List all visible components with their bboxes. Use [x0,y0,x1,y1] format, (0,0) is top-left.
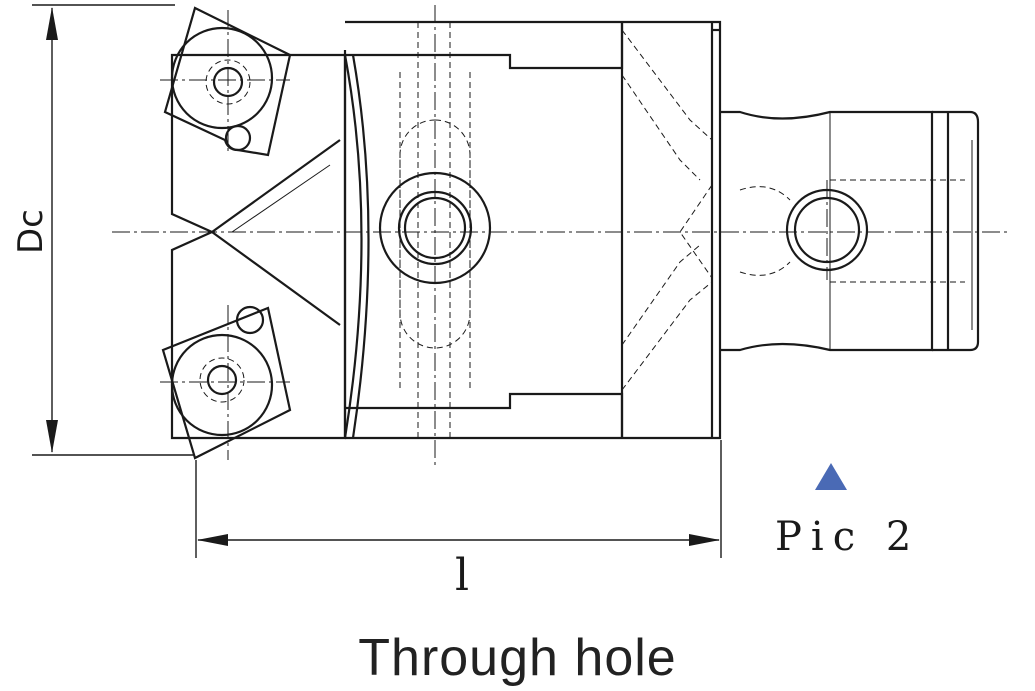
triangle-marker-icon [815,463,847,490]
pic-marker: Pic 2 [775,463,920,560]
cutter-body [170,20,722,440]
dimension-l-label: l [455,550,469,601]
dimension-dc-label: Dc [11,209,51,254]
bottom-insert [160,305,292,460]
center-bolt [378,5,492,468]
top-insert [160,6,292,157]
shank [720,110,980,352]
pic-label: Pic 2 [775,514,920,560]
caption: Through hole [358,629,677,687]
dimension-l: l [195,440,722,601]
dimension-dc: Dc [11,4,195,456]
